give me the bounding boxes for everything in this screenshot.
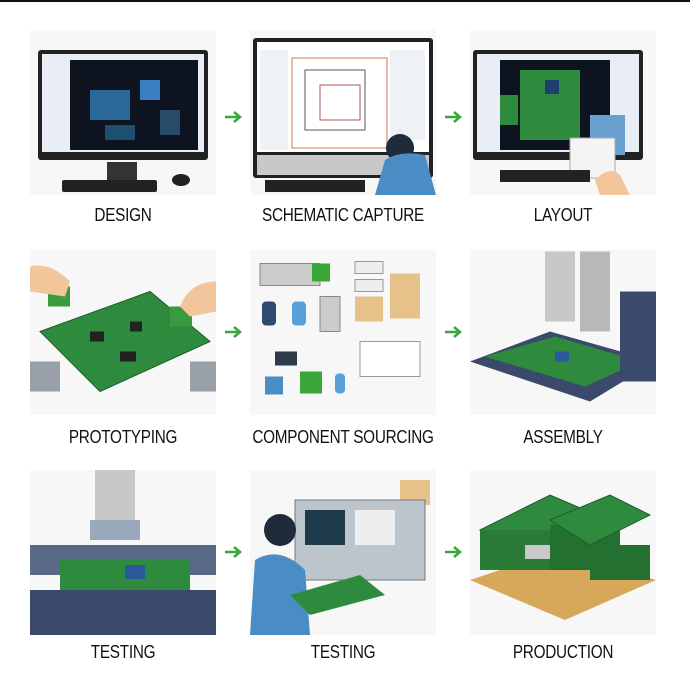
arrow-right-icon (225, 546, 242, 558)
component-sourcing-illustration (250, 250, 436, 415)
production-illustration (470, 470, 656, 635)
step-label-layout: LAYOUT (533, 205, 593, 225)
schematic-capture-illustration (250, 30, 436, 195)
arrow-right-icon (445, 546, 462, 558)
step-label-assembly: ASSEMBLY (523, 427, 603, 447)
step-label-prototyping: PROTOTYPING (68, 427, 178, 447)
testing-fixture-illustration (30, 470, 216, 635)
step-label-testing-2: TESTING (310, 642, 376, 662)
testing-technician-illustration (250, 470, 436, 635)
layout-illustration (470, 30, 656, 195)
arrow-right-icon (225, 326, 242, 338)
prototyping-illustration (30, 250, 216, 415)
step-label-testing: TESTING (90, 642, 156, 662)
top-border (0, 0, 690, 2)
step-label-schematic-capture: SCHEMATIC CAPTURE (261, 205, 425, 225)
design-illustration (30, 30, 216, 195)
step-label-component-sourcing: COMPONENT SOURCING (252, 427, 434, 447)
step-label-production: PRODUCTION (512, 642, 614, 662)
arrow-right-icon (445, 326, 462, 338)
assembly-illustration (470, 250, 656, 415)
step-label-design: DESIGN (94, 205, 152, 225)
arrow-right-icon (445, 111, 462, 123)
arrow-right-icon (225, 111, 242, 123)
